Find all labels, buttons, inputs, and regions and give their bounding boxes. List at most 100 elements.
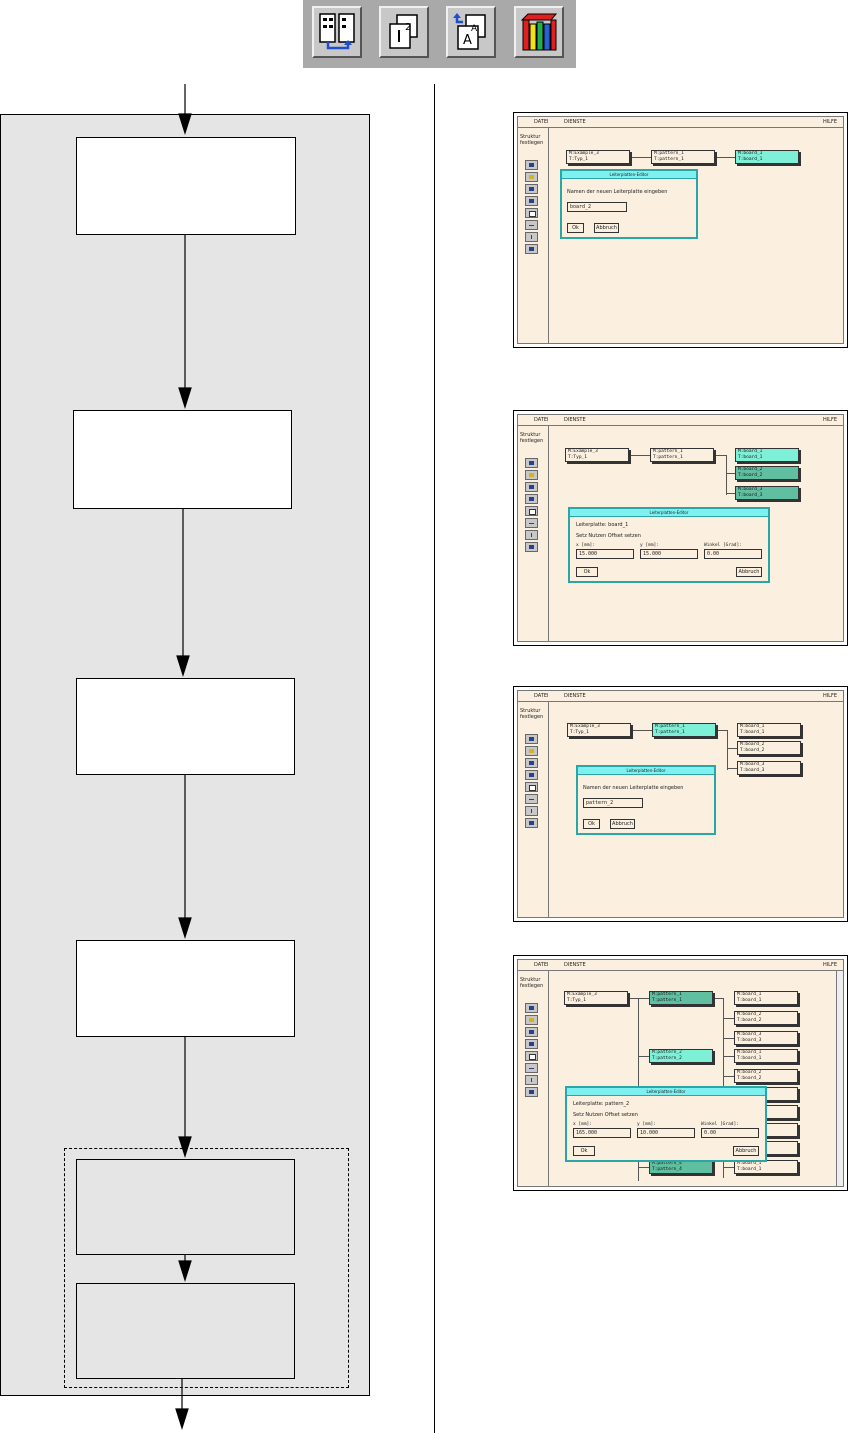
cancel-button[interactable]: Abbruch (594, 223, 619, 233)
menu-dienste[interactable]: DIENSTE (564, 119, 586, 125)
horizontal-tool-icon[interactable] (525, 794, 538, 804)
vertical-tool-icon[interactable] (525, 530, 538, 540)
replace-button[interactable]: A A (446, 6, 496, 58)
library-button[interactable] (514, 6, 564, 58)
board-name-input[interactable]: pattern_2 (583, 798, 643, 808)
offset-label: Setz Nutzen Offset setzen (576, 533, 641, 539)
page-tool-icon[interactable] (525, 208, 538, 218)
y-input[interactable]: 15.000 (640, 549, 698, 559)
x-input[interactable]: 15.000 (576, 549, 634, 559)
x-input[interactable]: 165.000 (573, 1128, 631, 1138)
tool-sidebar: Struktur festlegen (518, 128, 549, 343)
ok-button[interactable]: Ok (583, 819, 600, 829)
board-name-input[interactable]: board_2 (567, 202, 627, 212)
menu-datei[interactable]: DATEI (534, 693, 549, 699)
y-input[interactable]: 10.000 (637, 1128, 695, 1138)
menu-bar: DATEI DIENSTE HILFE (518, 960, 843, 971)
delete-tool-icon[interactable] (525, 818, 538, 828)
board-tool-icon[interactable] (525, 746, 538, 756)
screen-4: DATEI DIENSTE HILFE Struktur festlegen M… (513, 955, 848, 1191)
cancel-button[interactable]: Abbruch (610, 819, 635, 829)
structure-button[interactable] (312, 6, 362, 58)
copy-tool-icon[interactable] (525, 184, 538, 194)
new-board-dialog: Leiterplatten-Editor Namen der neuen Lei… (576, 765, 716, 835)
page-tool-icon[interactable] (525, 1051, 538, 1061)
vertical-tool-icon[interactable] (525, 806, 538, 816)
menu-dienste[interactable]: DIENSTE (564, 962, 586, 968)
menu-datei[interactable]: DATEI (534, 417, 549, 423)
vertical-scrollbar[interactable] (836, 971, 843, 1186)
sidebar-label: Struktur festlegen (520, 708, 544, 720)
menu-dienste[interactable]: DIENSTE (564, 693, 586, 699)
horizontal-tool-icon[interactable] (525, 518, 538, 528)
horizontal-tool-icon[interactable] (525, 1063, 538, 1073)
vertical-tool-icon[interactable] (525, 1075, 538, 1085)
board-tool-icon[interactable] (525, 470, 538, 480)
menu-datei[interactable]: DATEI (534, 119, 549, 125)
copy-tool-icon[interactable] (525, 758, 538, 768)
process-step-1 (76, 137, 296, 235)
screen-2: DATEI DIENSTE HILFE Struktur festlegen M… (513, 410, 848, 646)
board-tool-icon[interactable] (525, 172, 538, 182)
board-tool-icon[interactable] (525, 1015, 538, 1025)
menu-dienste[interactable]: DIENSTE (564, 417, 586, 423)
select-tool-icon[interactable] (525, 1003, 538, 1013)
menu-hilfe[interactable]: HILFE (822, 693, 837, 699)
panel-pages-button[interactable]: 2 (379, 6, 429, 58)
horizontal-tool-icon[interactable] (525, 220, 538, 230)
edit-tool-icon[interactable] (525, 770, 538, 780)
menu-datei[interactable]: DATEI (534, 962, 549, 968)
menu-hilfe[interactable]: HILFE (822, 962, 837, 968)
vertical-tool-icon[interactable] (525, 232, 538, 242)
screen-3: DATEI DIENSTE HILFE Struktur festlegen M… (513, 686, 848, 922)
delete-tool-icon[interactable] (525, 542, 538, 552)
ok-button[interactable]: Ok (573, 1146, 595, 1156)
ok-button[interactable]: Ok (576, 567, 598, 577)
edit-tool-icon[interactable] (525, 1039, 538, 1049)
angle-input[interactable]: 0.00 (704, 549, 762, 559)
cancel-button[interactable]: Abbruch (736, 567, 762, 577)
ok-button[interactable]: Ok (567, 223, 584, 233)
select-tool-icon[interactable] (525, 734, 538, 744)
dialog-title: Leiterplatten-Editor (578, 767, 714, 775)
cancel-button[interactable]: Abbruch (733, 1146, 759, 1156)
select-tool-icon[interactable] (525, 160, 538, 170)
menu-hilfe[interactable]: HILFE (822, 417, 837, 423)
page-tool-icon[interactable] (525, 782, 538, 792)
copy-tool-icon[interactable] (525, 482, 538, 492)
edit-tool-icon[interactable] (525, 196, 538, 206)
new-board-dialog: Leiterplatten-Editor Namen der neuen Lei… (560, 169, 698, 239)
menu-hilfe[interactable]: HILFE (822, 119, 837, 125)
delete-tool-icon[interactable] (525, 1087, 538, 1097)
edit-tool-icon[interactable] (525, 494, 538, 504)
select-tool-icon[interactable] (525, 458, 538, 468)
copy-tool-icon[interactable] (525, 1027, 538, 1037)
process-step-3 (76, 678, 295, 775)
page-tool-icon[interactable] (525, 506, 538, 516)
angle-input[interactable]: 0.00 (701, 1128, 759, 1138)
delete-tool-icon[interactable] (525, 244, 538, 254)
